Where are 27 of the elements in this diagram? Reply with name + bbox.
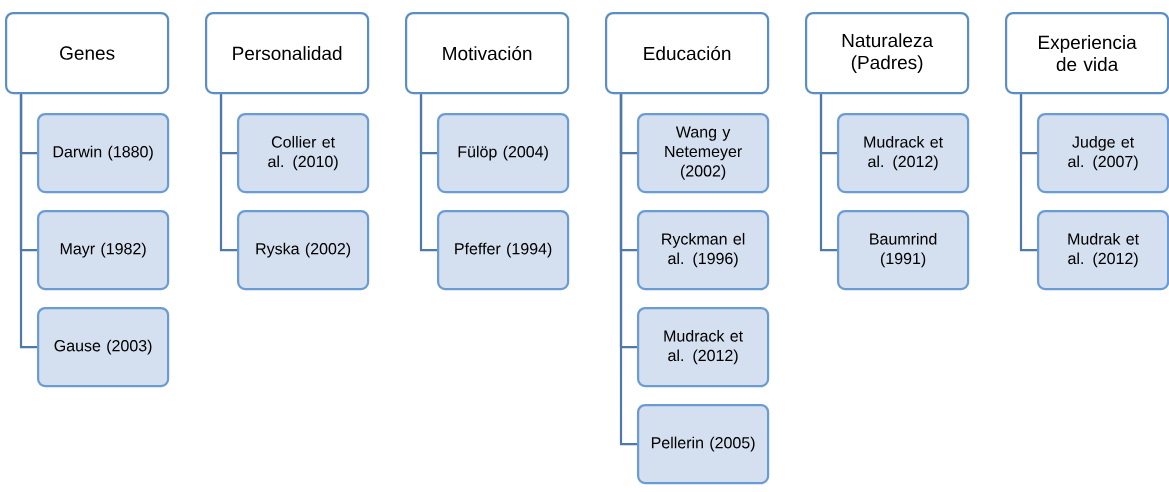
reference-box: Pellerin (2005) xyxy=(637,404,770,485)
category-box: Genes xyxy=(5,12,170,95)
reference-box: Wang y Netemeyer (2002) xyxy=(637,113,770,194)
reference-box: Collier et al. (2010) xyxy=(237,113,370,194)
reference-box: Ryckman el al. (1996) xyxy=(637,210,770,291)
reference-box: Ryska (2002) xyxy=(237,210,370,291)
reference-box: Baumrind (1991) xyxy=(837,210,970,291)
connector-line xyxy=(1019,94,1037,252)
category-box: Motivación xyxy=(405,12,570,95)
reference-box: Darwin (1880) xyxy=(37,113,170,194)
category-box: Personalidad xyxy=(205,12,370,95)
connector-line xyxy=(19,94,37,349)
connector-line xyxy=(219,94,237,252)
connector-line xyxy=(819,94,837,252)
connector-line xyxy=(419,94,437,252)
reference-box: Fülöp (2004) xyxy=(437,113,570,194)
reference-box: Mayr (1982) xyxy=(37,210,170,291)
category-box: Experiencia de vida xyxy=(1005,12,1169,95)
category-box: Naturaleza (Padres) xyxy=(805,12,970,95)
reference-box: Judge et al. (2007) xyxy=(1037,113,1169,194)
reference-box: Mudrak et al. (2012) xyxy=(1037,210,1169,291)
category-box: Educación xyxy=(605,12,770,95)
reference-box: Mudrack et al. (2012) xyxy=(637,307,770,388)
reference-box: Gause (2003) xyxy=(37,307,170,388)
connector-line xyxy=(619,94,637,446)
reference-box: Pfeffer (1994) xyxy=(437,210,570,291)
reference-box: Mudrack et al. (2012) xyxy=(837,113,970,194)
